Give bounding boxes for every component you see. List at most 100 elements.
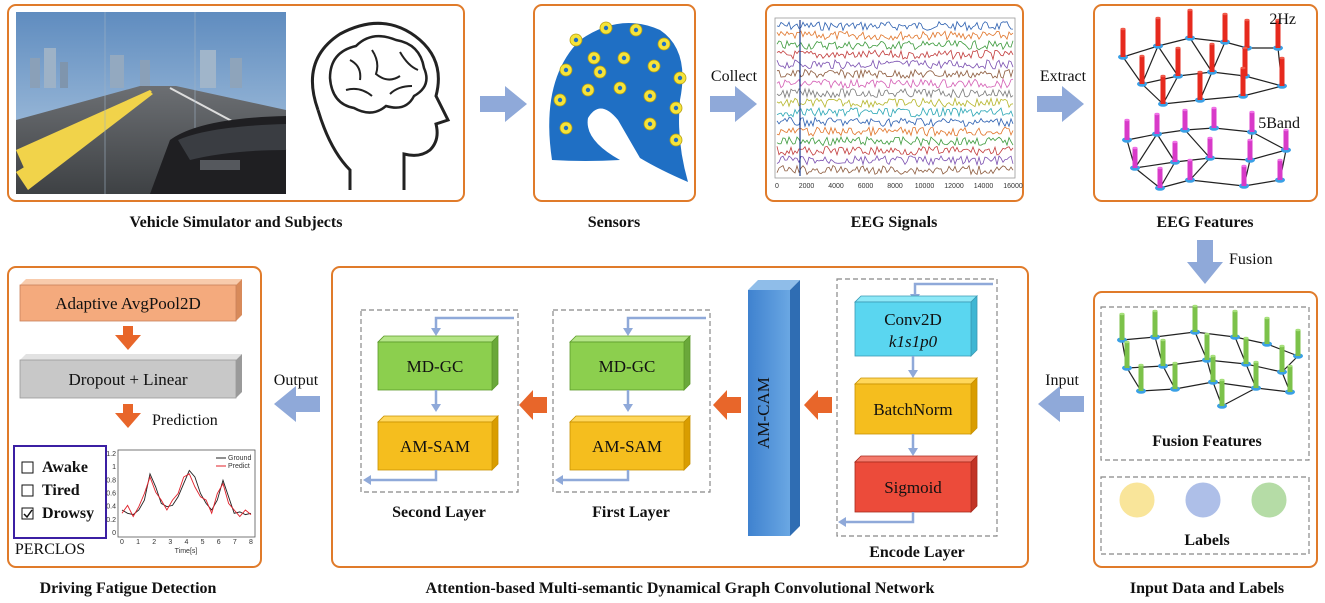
graph-node-cap <box>1232 309 1238 313</box>
mini-xtick: 5 <box>201 539 205 546</box>
graph-node-pin <box>1154 114 1160 134</box>
graph-node-cap <box>1243 336 1249 340</box>
label-tired-circle <box>1185 482 1221 518</box>
graph-node-cap <box>1240 66 1246 70</box>
graph-node-cap <box>1209 42 1215 46</box>
graph-node-cap <box>1119 312 1125 316</box>
arrow-first-second <box>519 390 547 420</box>
mini-xtick: 0 <box>120 539 124 546</box>
vehicle-caption: Vehicle Simulator and Subjects <box>130 214 343 231</box>
graph-node-pin <box>1275 20 1281 48</box>
eeg-trace <box>776 164 1014 176</box>
electrode-center <box>591 55 597 61</box>
graph-node-pin <box>1157 168 1163 188</box>
graph-node-pin <box>1241 166 1247 186</box>
mini-ytick: 0.2 <box>106 517 116 524</box>
graph-node-cap <box>1241 164 1247 168</box>
graph-node-cap <box>1222 12 1228 16</box>
head-brain-icon <box>310 21 451 190</box>
first-md-gc-block: MD-GC <box>569 335 691 391</box>
state-checkbox <box>21 461 34 474</box>
eeg-features-panel: 2Hz 5Band EEG Features <box>1093 4 1318 231</box>
graph-node-cap <box>1182 108 1188 112</box>
graph-node-pin <box>1197 72 1203 100</box>
electrode-center <box>557 97 563 103</box>
graph-edge <box>1162 99 1201 105</box>
mini-ytick: 0.8 <box>106 477 116 484</box>
feature-graph-2hz <box>1118 8 1287 107</box>
graph-node-pin <box>1155 18 1161 46</box>
state-checkmark <box>23 509 33 519</box>
arrow-output <box>274 386 320 422</box>
graph-node-pin <box>1264 318 1270 344</box>
mini-chart-xlabel: Time[s] <box>175 548 198 555</box>
input-data-panel: Fusion Features Labels Input Data and La… <box>1093 291 1318 597</box>
graph-edge <box>1134 167 1161 189</box>
graph-edge <box>1134 161 1176 169</box>
eeg-trace <box>776 135 1014 147</box>
state-checkbox <box>21 484 34 497</box>
electrode-center <box>563 125 569 131</box>
avgpool-label: Adaptive AvgPool2D <box>55 294 201 313</box>
eeg-trace <box>776 30 1014 42</box>
graph-edge <box>1213 127 1253 133</box>
mini-xtick: 3 <box>168 539 172 546</box>
eeg-trace <box>776 125 1014 137</box>
graph-node-pin <box>1242 48 1248 76</box>
eeg-trace <box>776 49 1014 61</box>
mini-ytick: 0 <box>112 530 116 537</box>
graph-node-cap <box>1157 166 1163 170</box>
arrow-input <box>1038 386 1084 422</box>
graph-node-cap <box>1120 27 1126 31</box>
mini-xtick: 2 <box>152 539 156 546</box>
graph-node-pin <box>1253 362 1259 388</box>
graph-node-cap <box>1279 344 1285 348</box>
graph-edge <box>1122 45 1159 58</box>
graph-node-cap <box>1172 140 1178 144</box>
graph-node-cap <box>1192 304 1198 308</box>
eeg-signals-caption: EEG Signals <box>851 214 938 231</box>
graph-node-pin <box>1295 330 1301 356</box>
graph-node-cap <box>1283 128 1289 132</box>
graph-node-cap <box>1219 378 1225 382</box>
graph-edge <box>1281 355 1299 373</box>
graph-node-cap <box>1155 16 1161 20</box>
graph-node-cap <box>1210 354 1216 358</box>
electrode-center <box>603 25 609 31</box>
graph-node-pin <box>1207 138 1213 158</box>
eeg-features-frame <box>1093 4 1318 202</box>
graph-node-cap <box>1152 309 1158 313</box>
graph-edge <box>1157 45 1179 77</box>
graph-edge <box>1141 83 1164 105</box>
graph-2hz-label: 2Hz <box>1269 11 1296 28</box>
arrow-amcam-first <box>713 390 741 420</box>
fusion-label: Fusion <box>1229 251 1273 268</box>
graph-node-cap <box>1279 56 1285 60</box>
sensors-caption: Sensors <box>588 214 640 231</box>
electrode-center <box>617 85 623 91</box>
eeg-trace <box>776 68 1014 80</box>
second-am-sam-block: AM-SAM <box>377 415 499 471</box>
graph-edge <box>1141 75 1179 85</box>
network-caption: Attention-based Multi-semantic Dynamical… <box>426 580 935 597</box>
graph-node-cap <box>1160 338 1166 342</box>
graph-edge <box>1243 179 1281 187</box>
graph-edge <box>1251 131 1287 151</box>
graph-edge <box>1184 129 1211 159</box>
mini-xtick: 1 <box>136 539 140 546</box>
encode-layer-title: Encode Layer <box>869 544 965 561</box>
electrode-center <box>647 121 653 127</box>
graph-5band-label: 5Band <box>1258 115 1300 132</box>
graph-edge <box>1249 149 1287 161</box>
label-drowsy-circle <box>1251 482 1287 518</box>
graph-node-cap <box>1187 158 1193 162</box>
graph-node-pin <box>1192 306 1198 332</box>
labels-title: Labels <box>1184 532 1229 549</box>
graph-node-pin <box>1247 140 1253 160</box>
fusion-features-title: Fusion Features <box>1152 433 1261 450</box>
mini-xtick: 6 <box>217 539 221 546</box>
graph-node-pin <box>1132 148 1138 168</box>
sigmoid-block: Sigmoid <box>854 455 978 513</box>
batchnorm-block: BatchNorm <box>854 377 978 435</box>
graph-node-pin <box>1172 363 1178 389</box>
